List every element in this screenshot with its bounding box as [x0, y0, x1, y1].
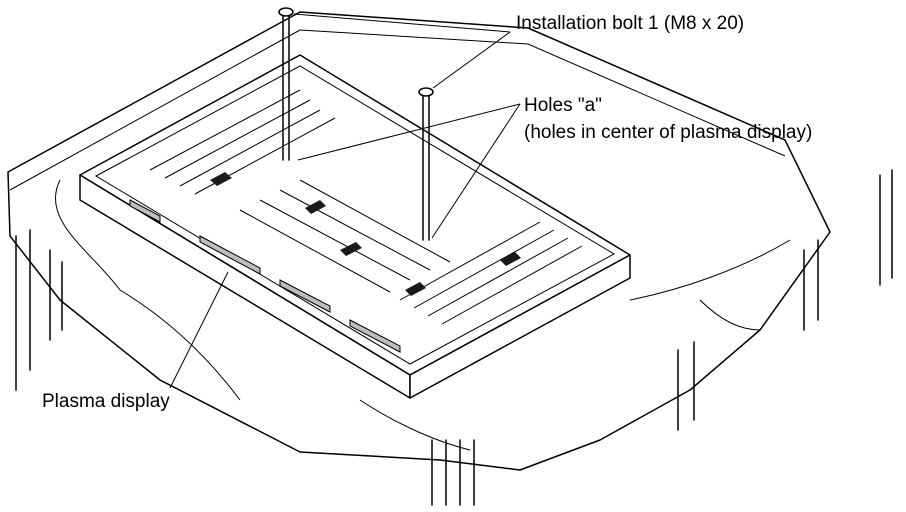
plasma-display-body [79, 54, 631, 399]
bolt-1 [278, 7, 294, 161]
leader-lines [169, 13, 521, 389]
holes-label: Holes "a" [524, 95, 602, 116]
holes-sublabel: (holes in center of plasma display) [524, 122, 813, 143]
bolt-2 [418, 87, 434, 241]
bolt-label: Installation bolt 1 (M8 x 20) [516, 13, 745, 34]
plasma-display-label: Plasma display [42, 391, 170, 412]
